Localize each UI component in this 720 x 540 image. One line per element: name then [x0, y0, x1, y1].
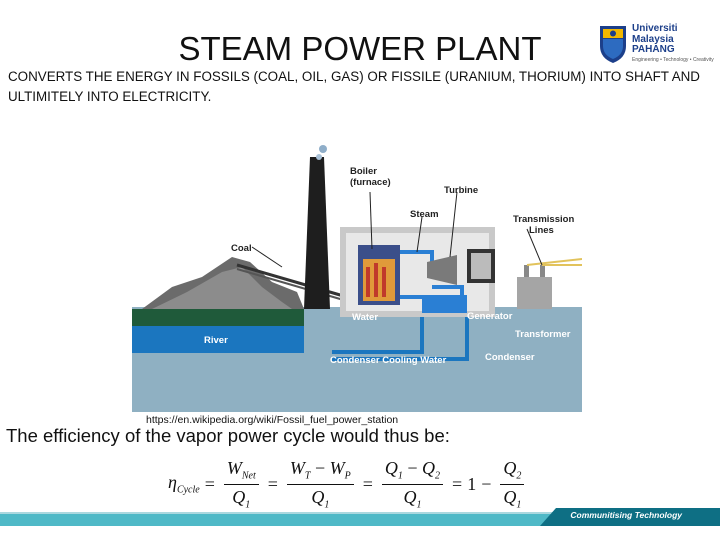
- label-condenser-cooling-water: Condenser Cooling Water: [330, 355, 447, 366]
- river: [132, 326, 304, 353]
- fraction-heat-difference: Q1 − Q2 Q1: [381, 458, 444, 510]
- logo-line-1: Universiti: [632, 23, 678, 34]
- label-transformer: Transformer: [515, 329, 571, 340]
- chimney: [304, 157, 330, 309]
- footer-bar: [0, 508, 720, 526]
- eta-symbol: ηCycle: [168, 472, 200, 496]
- label-condenser: Condenser: [485, 352, 535, 363]
- efficiency-text: The efficiency of the vapor power cycle …: [6, 425, 450, 446]
- label-generator: Generator: [467, 311, 513, 322]
- label-lines: Lines: [529, 225, 554, 236]
- power-plant-diagram: Boiler (furnace) Turbine Steam Transmiss…: [132, 137, 582, 412]
- label-furnace: (furnace): [350, 177, 391, 188]
- transformer: [517, 277, 552, 309]
- logo-line-2: Malaysia: [632, 33, 674, 45]
- logo-line-3: PAHANG: [632, 44, 675, 55]
- image-source: https://en.wikipedia.org/wiki/Fossil_fue…: [146, 414, 399, 426]
- minus: −: [481, 473, 492, 494]
- one: 1: [467, 473, 477, 494]
- label-steam: Steam: [410, 209, 439, 220]
- turbine: [427, 255, 457, 285]
- intro-text: CONVERTS THE ENERGY IN FOSSILS (COAL, OI…: [8, 69, 700, 104]
- label-coal: Coal: [231, 243, 252, 254]
- logo-tagline: Engineering • Technology • Creativity: [632, 57, 714, 63]
- logo-wordmark: Universiti Malaysia PAHANG: [632, 23, 678, 56]
- equals-4: =: [452, 473, 463, 494]
- equals-3: =: [362, 473, 373, 494]
- label-river: River: [204, 335, 228, 346]
- efficiency-formula: ηCycle = WNet Q1 = WT − WP Q1 = Q1 − Q2 …: [168, 454, 528, 514]
- slide-title: STEAM POWER PLANT: [178, 30, 542, 67]
- label-transmission: Transmission: [513, 214, 574, 225]
- fraction-heat-ratio: Q2 Q1: [500, 458, 525, 510]
- label-water: Water: [352, 312, 378, 323]
- equals-1: =: [204, 473, 215, 494]
- label-boiler: Boiler: [350, 166, 377, 177]
- condenser-unit: [422, 295, 467, 313]
- footer-slogan: Communitising Technology: [570, 510, 682, 520]
- label-turbine: Turbine: [444, 185, 478, 196]
- equals-2: =: [267, 473, 278, 494]
- fraction-work-difference: WT − WP Q1: [286, 458, 354, 510]
- university-logo: [600, 26, 626, 63]
- fraction-net-work: WNet Q1: [223, 458, 259, 510]
